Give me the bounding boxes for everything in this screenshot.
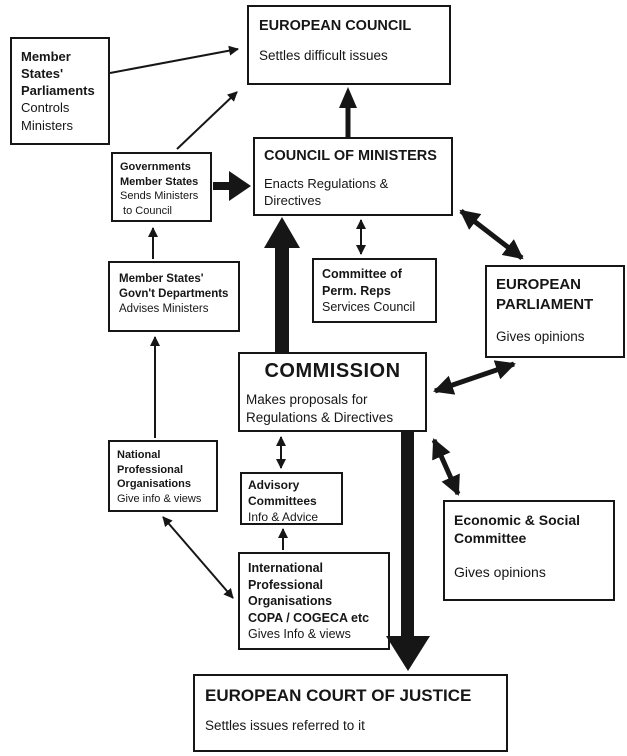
box-body: Services Council: [322, 300, 416, 314]
box-body: Settles issues referred to it: [205, 718, 365, 734]
box-european-court-of-justice: EUROPEAN COURT OF JUSTICE Settles issues…: [193, 674, 508, 752]
arrow-national-international-orgs-two-way: [162, 516, 234, 599]
arrow-commission-to-council: [264, 217, 300, 352]
box-member-states-parliaments: Member States' Parliaments Controls Mini…: [10, 37, 110, 145]
box-title: National Professional Organisations: [117, 449, 191, 491]
box-governments-member-states: Governments Member States Sends Minister…: [111, 152, 212, 222]
arrow-governments-to-council: [213, 171, 251, 201]
box-title: Member States' Govn't Departments: [119, 273, 229, 301]
box-body: Info & Advice: [248, 509, 319, 524]
box-title: International Professional Organisations…: [248, 561, 370, 625]
box-body: Enacts Regulations & Directives: [264, 176, 389, 209]
box-body: Controls Ministers: [21, 100, 74, 133]
box-european-council: EUROPEAN COUNCIL Settles difficult issue…: [247, 5, 451, 85]
arrow-commission-economic-social-two-way: [431, 438, 461, 496]
box-member-states-govt-departments: Member States' Govn't Departments Advise…: [108, 261, 240, 332]
box-international-professional-organisations: International Professional Organisations…: [238, 552, 390, 650]
box-committee-of-perm-reps: Committee of Perm. Reps Services Council: [312, 258, 437, 323]
box-title: EUROPEAN COUNCIL: [259, 18, 412, 34]
box-title: Member States' Parliaments: [21, 49, 95, 99]
box-body: Advises Ministers: [119, 303, 209, 316]
box-title: Economic & Social Committee: [454, 512, 581, 547]
box-body: Gives opinions: [454, 563, 546, 580]
box-body: Gives Info & views: [248, 627, 351, 641]
box-title: EUROPEAN COURT OF JUSTICE: [205, 686, 472, 705]
box-title: Advisory Committees: [248, 478, 317, 508]
box-title: Committee of Perm. Reps: [322, 267, 402, 298]
arrow-council-parliament-two-way: [459, 209, 524, 260]
arrow-commission-to-court-of-justice: [386, 432, 430, 671]
box-title: COUNCIL OF MINISTERS: [264, 148, 437, 164]
box-council-of-ministers: COUNCIL OF MINISTERS Enacts Regulations …: [253, 137, 453, 216]
box-title: Governments Member States: [120, 161, 199, 188]
box-advisory-committees: Advisory Committees Info & Advice: [240, 472, 343, 525]
box-body: Sends Ministers to Council: [120, 190, 199, 217]
box-body: Makes proposals for Regulations & Direct…: [246, 392, 394, 426]
arrow-parliaments-to-european-council: [109, 45, 239, 74]
box-title: COMMISSION: [264, 360, 401, 382]
box-body: Gives opinions: [496, 328, 585, 344]
box-national-professional-organisations: National Professional Organisations Give…: [108, 440, 218, 512]
box-body: Give info & views: [117, 492, 202, 505]
box-title: EUROPEAN PARLIAMENT: [496, 276, 594, 313]
arrow-commission-parliament-two-way: [433, 360, 516, 395]
box-commission: COMMISSION Makes proposals for Regulatio…: [238, 352, 427, 432]
box-body: Settles difficult issues: [259, 48, 388, 64]
arrow-council-to-european-council: [339, 87, 357, 137]
box-economic-social-committee: Economic & Social Committee Gives opinio…: [443, 500, 615, 601]
arrow-governments-to-european-council: [176, 91, 238, 150]
box-european-parliament: EUROPEAN PARLIAMENT Gives opinions: [485, 265, 625, 358]
